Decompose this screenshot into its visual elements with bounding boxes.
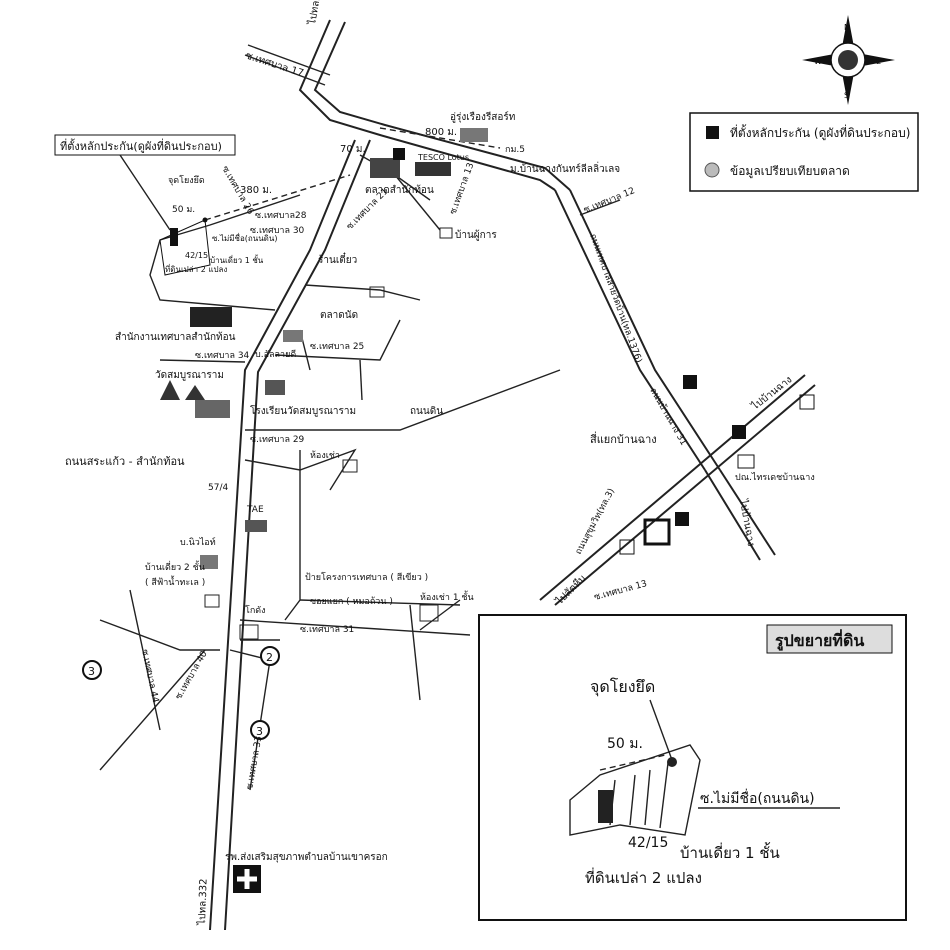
label-soi-14: ซ.เทศบาล 13 bbox=[593, 579, 648, 603]
legend-comparison-label: ข้อมูลเปรียบเทียบตลาด bbox=[730, 164, 850, 179]
comparison-markers: 2 3 3 bbox=[82, 646, 280, 740]
label-soi-33: ซ.เทศบาล 33 bbox=[245, 735, 264, 790]
compass-east: E bbox=[876, 57, 881, 66]
collateral-callout-title: ที่ตั้งหลักประกัน(ดูผังที่ดินประกอบ) bbox=[60, 138, 222, 153]
label-soi-12: ซ.เทศบาล 12 bbox=[582, 186, 636, 216]
comparison-marker-3b-label: 3 bbox=[256, 725, 263, 738]
label-school: โรงเรียนวัดสมบูรณาราม bbox=[250, 404, 356, 417]
compass-west: W bbox=[814, 57, 822, 66]
label-574: 57/4 bbox=[208, 483, 228, 493]
label-ban-niwai: บ.นิวไอท์ bbox=[180, 536, 216, 548]
inset-distance: 50 ม. bbox=[607, 736, 643, 752]
inset-house-no: 42/15 bbox=[628, 835, 668, 851]
label-post: ปณ.ไทรเดชบ้านฉาง bbox=[735, 472, 815, 483]
label-sukhumvit: ถนนสุขุมวิท(ทล.3) bbox=[573, 486, 617, 556]
comparison-marker-2 bbox=[260, 646, 280, 666]
label-house1-small: บ้านเดี่ยว 1 ชั้น bbox=[210, 254, 264, 265]
label-soi-29: ซ.เทศบาล 29 bbox=[250, 435, 305, 445]
label-800: 800 ม. bbox=[425, 127, 457, 138]
label-house2: บ้านเดี่ยว 2 ชั้น bbox=[145, 560, 205, 573]
seven-1: 7 bbox=[685, 377, 692, 390]
dist-380-line bbox=[204, 174, 351, 221]
label-room-rent-1: ห้องเช่า 1 ชั้น bbox=[420, 590, 474, 603]
inset-panel: รูปขยายที่ดิน จุดโยงยึด 50 ม. ซ.ไม่มีชื่… bbox=[478, 614, 907, 921]
inset-collateral-marker bbox=[598, 790, 613, 823]
label-municipal: สำนักงานเทศบาลสำนักท้อน bbox=[115, 331, 236, 343]
collateral-callout: ที่ตั้งหลักประกัน(ดูผังที่ดินประกอบ) bbox=[54, 134, 236, 231]
label-ban-atlaydee: บ.อัลลายดี bbox=[255, 349, 296, 360]
seven-2: 7 bbox=[734, 427, 741, 440]
label-4215-small: 42/15 bbox=[185, 251, 208, 260]
label-soi-yaek: ซอยแยก ( หมอถ้วน ) bbox=[310, 596, 393, 607]
inset-title: รูปขยายที่ดิน bbox=[775, 629, 864, 652]
label-noodle: ร้านเตี๋ยว bbox=[318, 252, 357, 266]
comparison-marker-3a-label: 3 bbox=[88, 665, 95, 678]
comparison-marker-3b bbox=[250, 720, 270, 740]
landmark-icons bbox=[160, 128, 815, 893]
inset-anchor: จุดโยงยึด bbox=[590, 677, 655, 697]
label-empty-land-small: ที่ดินเปล่า 2 แปลง bbox=[165, 263, 227, 274]
compass-north: N bbox=[844, 23, 850, 32]
seven-4: 7 bbox=[395, 150, 401, 161]
label-soi-31: ซ.เทศบาล 31 bbox=[300, 625, 354, 635]
compass: N S W E bbox=[802, 15, 895, 105]
label-ko-lang: โกดัง bbox=[245, 605, 266, 616]
label-tesco: TESCO Lotus bbox=[417, 153, 469, 162]
label-house2-sub: ( สีฟ้าน้ำทะเล ) bbox=[145, 575, 205, 588]
label-soi-40: ซ.เทศบาล 40 bbox=[174, 649, 210, 701]
label-room-rent: ห้องเช่า bbox=[310, 450, 340, 461]
label-soi-34: ซ.เทศบาล 34 bbox=[195, 351, 250, 361]
legend-collateral-label: ที่ตั้งหลักประกัน (ดูผังที่ดินประกอบ) bbox=[730, 124, 910, 141]
comparison-marker-3a bbox=[82, 660, 102, 680]
label-to-332: ไปทล.332 bbox=[196, 878, 210, 926]
label-market: ตลาดสำนักท้อน bbox=[365, 184, 434, 196]
inset-anchor-point bbox=[667, 757, 677, 767]
inset-road: ซ.ไม่มีชื่อ(ถนนดิน) bbox=[700, 789, 815, 807]
label-wat: วัดสมบูรณาราม bbox=[155, 370, 224, 381]
seven-3: 7 bbox=[677, 514, 684, 527]
label-ban-phuyai: บ้านผู้การ bbox=[455, 229, 497, 241]
legend-comparison-swatch bbox=[704, 162, 720, 178]
label-soi-44: ซ.เทศบาล 44 bbox=[139, 649, 160, 704]
label-village: ม.บ้านฉางกันทร์ลีลลิ่วเลจ bbox=[510, 161, 620, 175]
label-soi-30: ซ.เทศบาล 30 bbox=[250, 226, 305, 236]
subject-plot-small bbox=[159, 217, 211, 276]
label-to-36: ไปทล.36 bbox=[306, 0, 325, 27]
seven-eleven-marks: 7 7 7 7 bbox=[395, 150, 741, 527]
label-soi-13: ซ.เทศบาล 13 bbox=[448, 162, 476, 216]
label-sa-kaeo-road: ถนนสระแก้ว - สำนักท้อน bbox=[65, 455, 185, 468]
label-sign: ป้ายโครงการเทศบาล ( สีเขียว ) bbox=[305, 572, 428, 583]
legend: ที่ตั้งหลักประกัน (ดูผังที่ดินประกอบ) ข้… bbox=[689, 112, 919, 192]
label-talat-nat: ตลาดนัด bbox=[320, 310, 358, 321]
collateral-marker-small bbox=[170, 228, 178, 246]
legend-collateral-swatch bbox=[706, 126, 719, 139]
label-rd-1376: ถนนเทศบาลสายวัดบ้าน(ทล.1376) bbox=[587, 232, 644, 364]
label-50-small: 50 ม. bbox=[172, 205, 195, 215]
roads bbox=[99, 19, 816, 931]
label-soi-25: ซ.เทศบาล 25 bbox=[310, 342, 364, 352]
label-km5: กม.5 bbox=[505, 145, 525, 155]
comparison-marker-2-label: 2 bbox=[266, 651, 273, 664]
label-kurung: อู่รุ่งเรืองรีสอร์ท bbox=[450, 111, 515, 123]
dist-800-line bbox=[379, 127, 501, 149]
label-soi-dead-end-small: ซ.ไม่มีชื่อ(ถนนดิน) bbox=[212, 232, 277, 243]
label-380: 380 ม. bbox=[240, 185, 272, 196]
inset-land: ที่ดินเปล่า 2 แปลง bbox=[585, 867, 702, 887]
inset-house: บ้านเดี่ยว 1 ชั้น bbox=[680, 842, 780, 862]
compass-south: S bbox=[844, 91, 849, 100]
label-anchor-small: จุดโยงยึด bbox=[168, 175, 205, 186]
label-tae: TAE bbox=[246, 505, 264, 515]
label-70: 70 ม. bbox=[340, 144, 366, 155]
label-junction: สี่แยกบ้านฉาง bbox=[590, 431, 657, 446]
label-hospital: รพ.ส่งเสริมสุขภาพตำบลบ้านเขาครอก bbox=[225, 851, 388, 863]
label-sattahip: ไปสัตหีบ bbox=[553, 573, 588, 608]
label-soi-28: ซ.เทศบาล28 bbox=[255, 211, 307, 221]
label-dirt-road: ถนนดิน bbox=[410, 406, 443, 417]
